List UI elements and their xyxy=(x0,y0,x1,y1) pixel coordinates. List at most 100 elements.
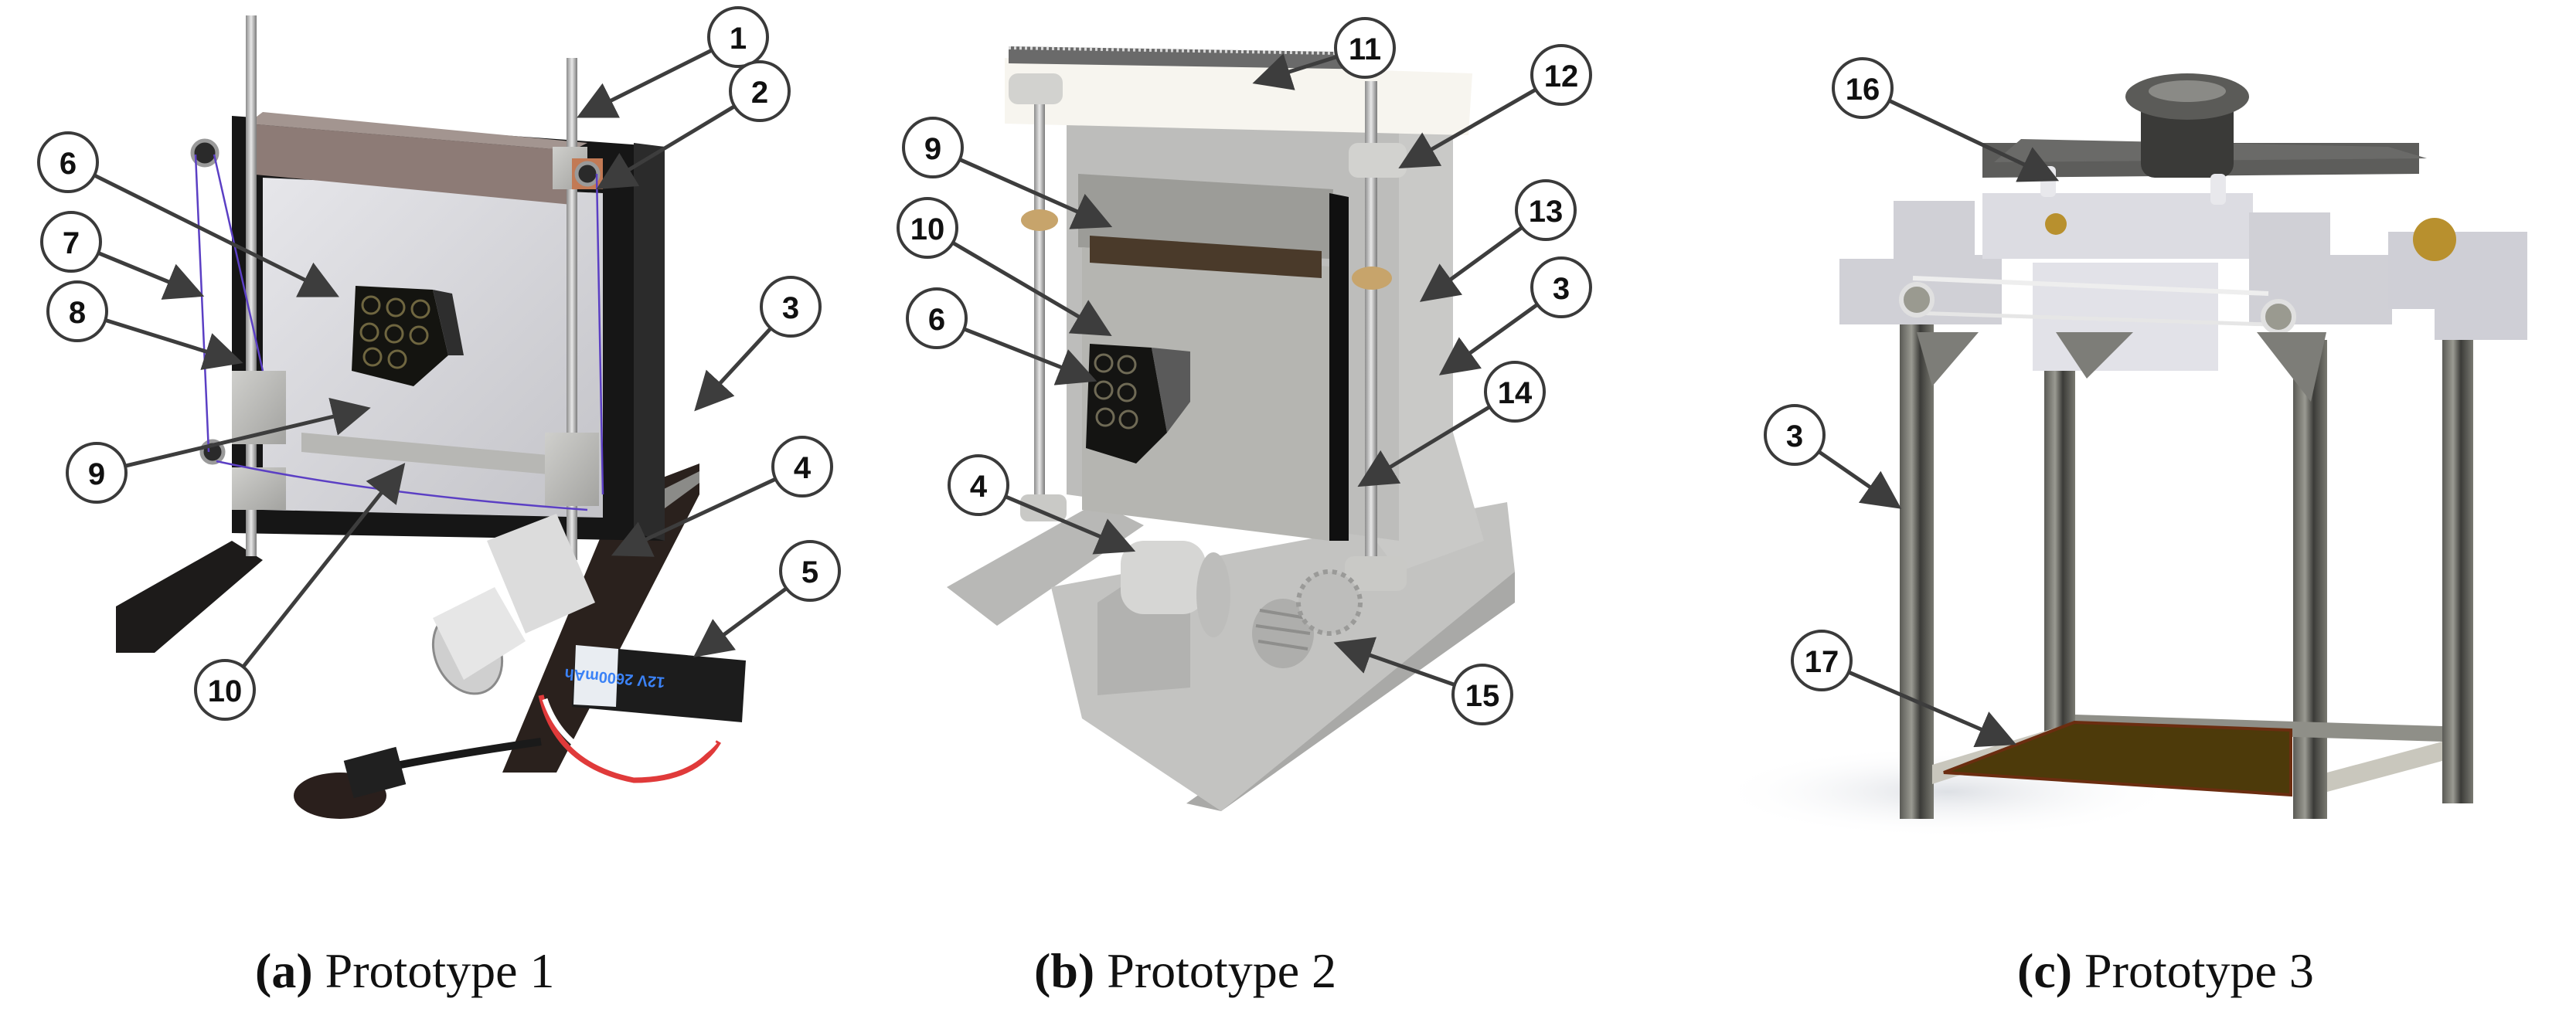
callout-c-17: 17 xyxy=(1791,630,2017,748)
leader-arrow xyxy=(958,158,1113,229)
caption-a-tag: (a) xyxy=(255,943,313,998)
caption-b-tag: (b) xyxy=(1034,943,1095,998)
callout-circle xyxy=(948,454,1009,516)
callout-number: 15 xyxy=(1465,679,1500,713)
callout-circle xyxy=(897,197,958,259)
leader-arrow xyxy=(1252,53,1338,90)
callout-number: 13 xyxy=(1529,195,1564,229)
callout-circle xyxy=(1484,361,1546,423)
caption-c-tag: (c) xyxy=(2017,943,2073,998)
callout-number: 12 xyxy=(1544,59,1579,93)
leader-arrow xyxy=(93,173,339,297)
callout-number: 10 xyxy=(208,674,243,708)
callout-b-3: 3 xyxy=(1438,256,1592,375)
callout-number: 11 xyxy=(1349,32,1381,66)
callout-circle xyxy=(729,60,791,122)
callout-b-15: 15 xyxy=(1333,637,1513,725)
leader-arrow xyxy=(1357,405,1491,487)
callout-a-8: 8 xyxy=(46,280,243,370)
callout-a-10: 10 xyxy=(194,463,406,721)
callout-circle xyxy=(1334,17,1396,79)
callout-c-16: 16 xyxy=(1832,57,2060,182)
callout-number: 5 xyxy=(801,555,818,589)
callout-circle xyxy=(707,6,769,68)
callout-circle xyxy=(1832,57,1894,119)
callout-number: 7 xyxy=(63,226,80,260)
leader-arrow xyxy=(1888,99,2060,182)
callout-number: 4 xyxy=(970,470,988,504)
leader-arrow xyxy=(963,327,1097,385)
callout-number: 14 xyxy=(1498,376,1533,410)
callout-a-6: 6 xyxy=(37,131,339,297)
caption-b-title: Prototype 2 xyxy=(1107,943,1337,998)
callout-circle xyxy=(1530,44,1592,106)
callout-a-3: 3 xyxy=(694,276,822,412)
callout-a-5: 5 xyxy=(692,540,841,657)
callout-b-11: 11 xyxy=(1252,17,1396,90)
callout-number: 3 xyxy=(1786,419,1803,453)
callout-circle xyxy=(771,436,833,498)
callout-circle xyxy=(1764,404,1826,466)
callout-a-7: 7 xyxy=(40,211,205,300)
callout-circle xyxy=(1791,630,1853,691)
prototype-3-render xyxy=(1716,73,2527,838)
callout-b-10: 10 xyxy=(897,197,1112,337)
callout-number: 1 xyxy=(730,22,747,56)
caption-a-title: Prototype 1 xyxy=(325,943,555,998)
leader-arrow xyxy=(1419,226,1523,302)
callout-b-9: 9 xyxy=(902,117,1113,229)
callout-a-9: 9 xyxy=(66,397,371,504)
callout-circle xyxy=(37,131,99,193)
callout-number: 3 xyxy=(782,291,799,325)
callout-number: 6 xyxy=(60,147,77,181)
leader-arrow xyxy=(1438,303,1539,375)
leader-arrow xyxy=(1005,494,1136,555)
leader-arrow xyxy=(1333,637,1455,687)
caption-c: (c) Prototype 3 xyxy=(2017,936,2314,1006)
callout-circle xyxy=(40,211,102,273)
leader-arrow xyxy=(596,104,736,190)
prototype-2-photo xyxy=(947,46,1515,811)
callout-circle xyxy=(902,117,964,178)
callout-circle xyxy=(1530,256,1592,318)
callout-c-3: 3 xyxy=(1764,404,1902,509)
callout-number: 6 xyxy=(928,303,945,337)
callout-b-12: 12 xyxy=(1398,44,1592,168)
callout-b-6: 6 xyxy=(906,287,1097,385)
callout-number: 9 xyxy=(924,132,941,166)
callout-number: 16 xyxy=(1846,73,1880,107)
callout-circle xyxy=(779,540,841,602)
callout-number: 9 xyxy=(88,457,105,491)
callout-circle xyxy=(1451,664,1513,725)
leader-arrow xyxy=(577,48,713,118)
callout-number: 10 xyxy=(910,212,945,246)
callout-circle xyxy=(1515,179,1577,241)
leader-arrow xyxy=(1817,450,1902,509)
leader-arrow xyxy=(241,463,406,668)
callout-number: 8 xyxy=(69,296,86,330)
callout-a-1: 1 xyxy=(577,6,769,118)
leader-arrow xyxy=(97,251,205,300)
callout-a-4: 4 xyxy=(611,436,833,557)
leader-arrow xyxy=(104,318,243,370)
leader-arrow xyxy=(611,477,777,557)
callout-circle xyxy=(760,276,822,338)
callout-b-14: 14 xyxy=(1357,361,1546,487)
caption-a: (a) Prototype 1 xyxy=(255,936,555,1006)
callout-circle xyxy=(194,659,256,721)
leader-arrow xyxy=(951,241,1112,337)
callout-circle xyxy=(906,287,968,349)
leader-arrow xyxy=(1398,87,1537,168)
callout-b-4: 4 xyxy=(948,454,1136,555)
leader-arrow xyxy=(692,586,788,657)
caption-b: (b) Prototype 2 xyxy=(1034,936,1336,1006)
leader-arrow xyxy=(694,327,773,412)
callout-number: 3 xyxy=(1553,272,1570,306)
leader-arrow xyxy=(124,397,371,468)
callout-b-13: 13 xyxy=(1419,179,1577,302)
leader-arrow xyxy=(1847,670,2017,748)
callout-number: 4 xyxy=(794,451,812,485)
callout-number: 2 xyxy=(751,76,768,110)
